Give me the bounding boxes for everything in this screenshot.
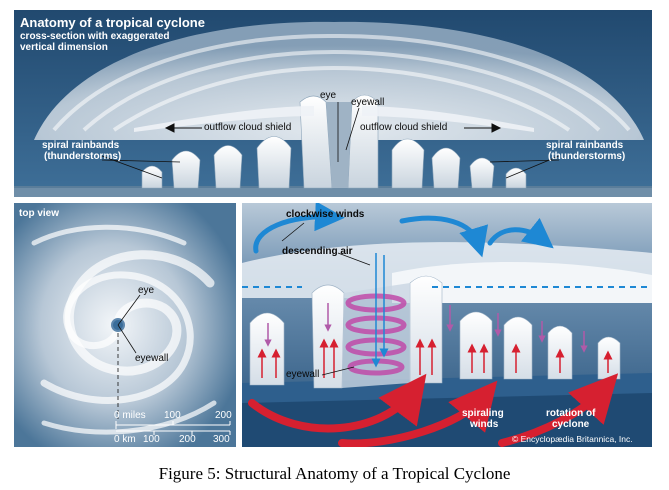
scale-miles-zero: 0 miles [114,410,146,421]
scale-km-300: 300 [213,434,230,445]
structure-3d-panel: clockwise winds descending air eyewall s… [242,203,652,447]
top-panel-title: Anatomy of a tropical cyclone [20,15,205,30]
scale-km-zero: 0 km [114,434,136,445]
top-view-title: top view [19,208,60,219]
scale-km-100: 100 [143,434,160,445]
scale-miles-100: 100 [164,410,181,421]
scale-km-200: 200 [179,434,196,445]
top-view-panel: top view eye eyewall 0 miles 100 200 0 k… [14,203,236,447]
cross-section-panel: Anatomy of a tropical cyclone cross-sect… [14,10,652,197]
eyewall-label-top: eyewall [351,97,385,108]
eyewall-label-3d: eyewall [286,369,320,380]
spiral-rainbands-label-right: spiral rainbands [546,140,624,151]
top-panel-subtitle-line2: vertical dimension [20,42,108,53]
top-panel-subtitle-line1: cross-section with exaggerated [20,31,170,42]
rotation-label-line1: rotation of [546,408,596,419]
spiraling-winds-label-line2: winds [470,419,499,430]
scale-miles-200: 200 [215,410,232,421]
eye-label-top: eye [320,90,337,101]
eyewall-label-topview: eyewall [135,353,169,364]
structure-3d-illustration [242,203,652,447]
top-view-illustration [14,203,236,447]
clockwise-winds-label: clockwise winds [286,209,365,220]
spiraling-winds-label-line1: spiraling [462,408,504,419]
outflow-shield-label-left: outflow cloud shield [204,122,292,133]
cross-section-illustration [14,10,652,197]
credit-label: © Encyclopædia Britannica, Inc. [512,434,633,444]
outflow-shield-label-right: outflow cloud shield [360,122,448,133]
descending-air-label: descending air [282,246,353,257]
thunderstorms-label-left: (thunderstorms) [44,151,122,162]
figure-caption: Figure 5: Structural Anatomy of a Tropic… [158,464,511,483]
thunderstorms-label-right: (thunderstorms) [548,151,626,162]
eye-label-topview: eye [138,285,155,296]
spiral-rainbands-label-left: spiral rainbands [42,140,120,151]
rotation-label-line2: cyclone [552,419,590,430]
